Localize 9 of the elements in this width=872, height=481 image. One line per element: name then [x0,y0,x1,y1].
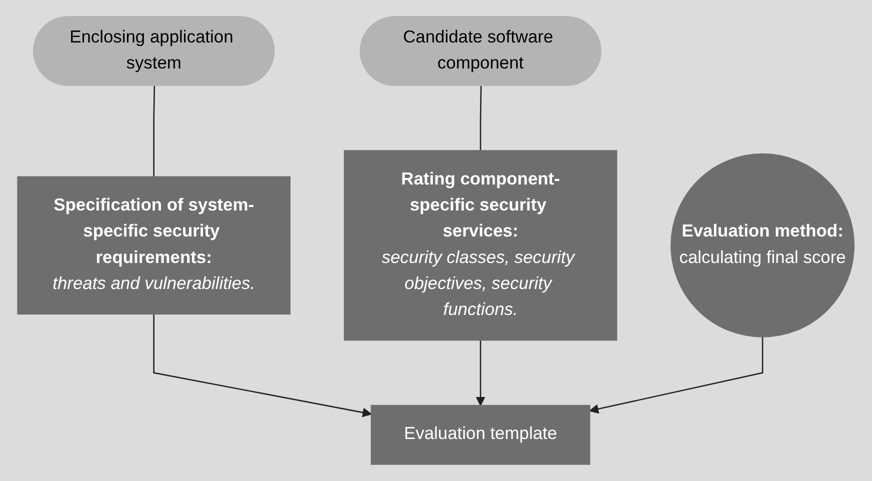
arrow [476,340,486,406]
connector [480,86,482,151]
connector [153,86,156,177]
node-box: Evaluation template [370,404,590,465]
node-box: Rating component-specific security services: security classes, security objectives, security functions. [344,150,618,341]
node-box: Specification of system-specific security requirements: threats and vulnerabilities. [17,176,291,315]
node-circle: Evaluation method: calculating final score [670,153,855,338]
arrow [153,314,372,418]
arrow [589,336,764,414]
